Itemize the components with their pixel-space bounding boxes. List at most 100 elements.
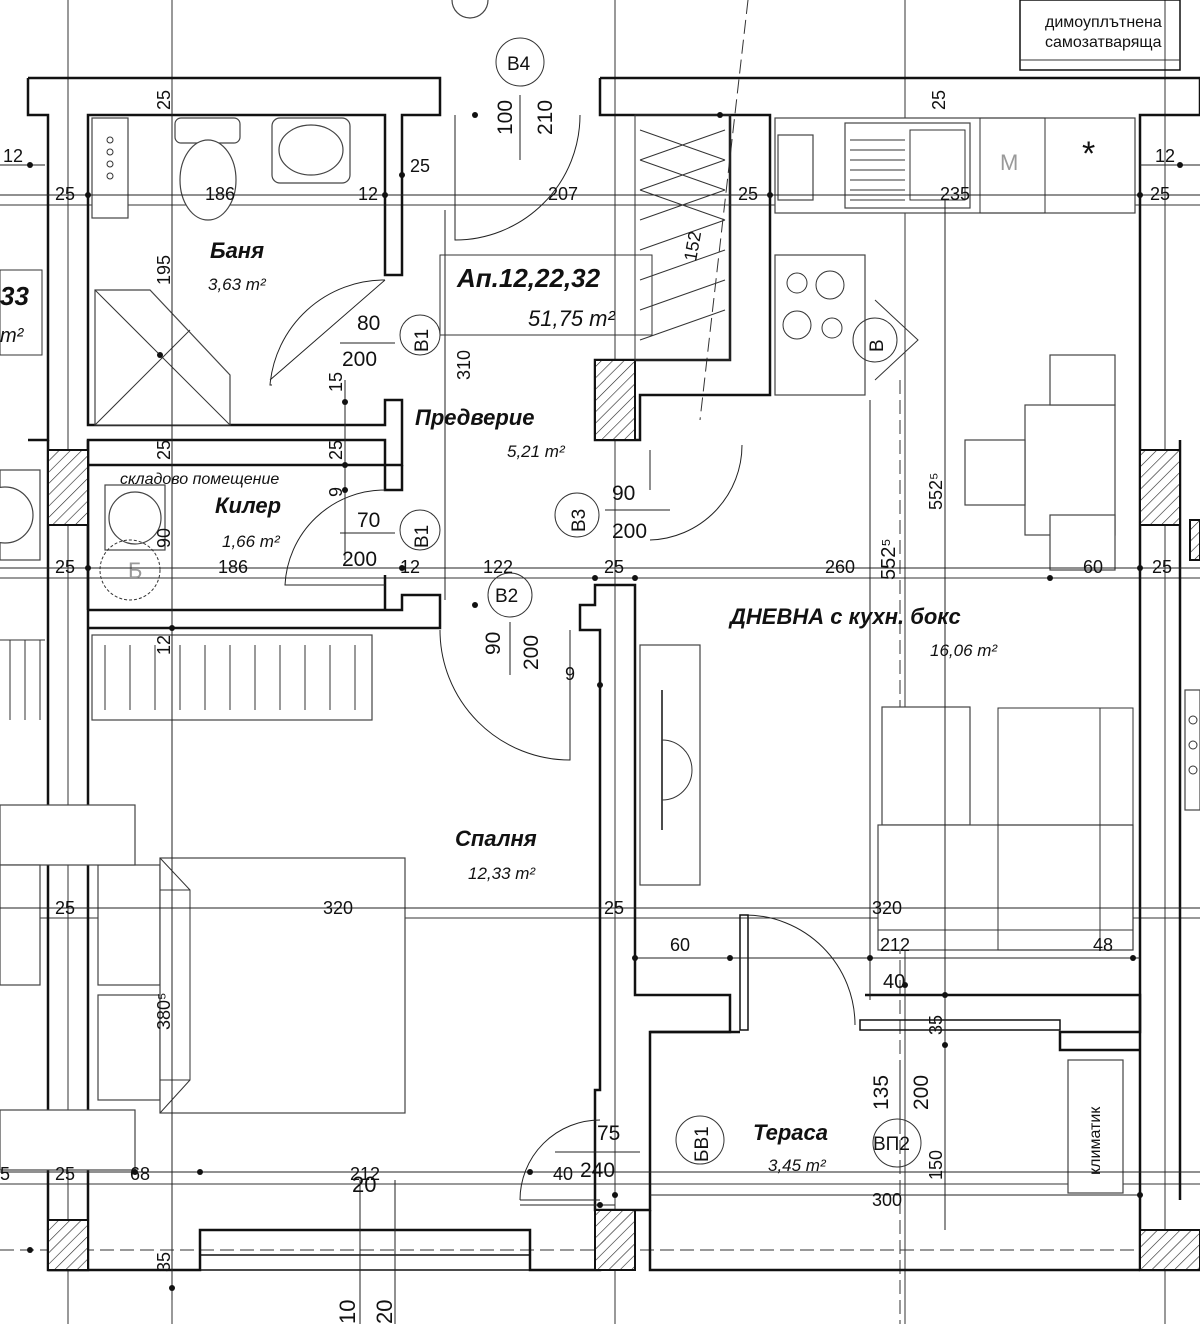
door-tag-b1-bath: В1 <box>412 329 433 352</box>
dim-text: 25 <box>410 156 430 176</box>
boiler-mark: Б <box>128 558 142 583</box>
dim-text: 25 <box>929 90 949 110</box>
ac-unit <box>1067 1059 1124 1194</box>
dim-text: 9 <box>565 664 575 684</box>
dim-text: 12 <box>154 635 174 655</box>
dim-text: 25 <box>55 898 75 918</box>
room-name-bedroom: Спалня <box>455 826 537 851</box>
dim-text: 25 <box>738 184 758 204</box>
dim-text: 90 <box>154 528 174 548</box>
door-b4-height: 210 <box>534 100 557 135</box>
dim-text: 12 <box>3 146 23 166</box>
bedroom-furniture <box>0 634 406 1171</box>
door-b2-width: 90 <box>482 632 505 655</box>
tag-b4 <box>495 37 545 87</box>
door-b3-height: 200 <box>612 520 647 543</box>
dim-text: 15 <box>326 372 346 392</box>
dim-text: 60 <box>1083 557 1103 577</box>
dim-text: 25 <box>55 1164 75 1184</box>
dining-set <box>964 354 1116 571</box>
door-vp2-width: 135 <box>870 1075 893 1110</box>
dim-text: 152 <box>680 230 705 263</box>
door-tag-b1-closet: В1 <box>412 525 433 548</box>
dim-text: 150 <box>926 1150 946 1180</box>
closet-fixtures: Б <box>0 469 166 601</box>
dim-text: 35 <box>926 1015 946 1035</box>
chimney-note-line1: димоуплътнена <box>1045 14 1162 31</box>
doors <box>269 0 1181 1201</box>
dim-text: 25 <box>1150 184 1170 204</box>
chimney-note-line2: самозатваряща <box>1045 34 1162 51</box>
dim-text: 68 <box>130 1164 150 1184</box>
neighbor-code: 33 <box>0 281 29 311</box>
wardrobe <box>91 634 373 721</box>
dim-text: 25 <box>604 898 624 918</box>
dim-text: 25 <box>1152 557 1172 577</box>
dim-text: 10 <box>335 1300 360 1324</box>
dim-text: 212 <box>350 1164 380 1184</box>
room-name-bathroom: Баня <box>210 238 264 263</box>
dim-text: 195 <box>154 255 174 285</box>
chair <box>964 439 1026 506</box>
dim-text: 310 <box>454 350 474 380</box>
dim-text: 380⁵ <box>154 993 174 1031</box>
room-area-closet: 1,66 m² <box>222 532 281 551</box>
tag-vp2 <box>872 1118 922 1168</box>
door-bv1-width: 75 <box>597 1122 620 1145</box>
door-b1-bath-width: 80 <box>357 312 380 335</box>
room-area-bedroom: 12,33 m² <box>468 864 536 883</box>
apartment-area: 51,75 m² <box>528 306 615 331</box>
door-b1-bath-height: 200 <box>342 348 377 371</box>
door-vp2-height: 200 <box>910 1075 933 1110</box>
dim-text: 320 <box>872 898 902 918</box>
door-b1-closet-height: 200 <box>342 548 377 571</box>
dim-text: 25 <box>55 184 75 204</box>
dim-text: 212 <box>880 935 910 955</box>
room-name-hall: Предверие <box>415 405 534 430</box>
section-tag: В <box>867 339 888 352</box>
room-area-hall: 5,21 m² <box>507 442 566 461</box>
fridge-mark: М <box>1000 150 1018 175</box>
door-b1-closet-width: 70 <box>357 509 380 532</box>
dim-text: 20 <box>352 1172 376 1197</box>
room-name-living: ДНЕВНА с кухн. бокс <box>728 604 961 629</box>
door-tag-b2: В2 <box>495 586 518 607</box>
nightstand-top <box>97 864 161 986</box>
room-area-terrace: 3,45 m² <box>768 1156 827 1175</box>
double-bed <box>159 857 406 1114</box>
asterisk-mark: * <box>1082 135 1095 173</box>
door-tag-vp2: ВП2 <box>873 1134 910 1155</box>
door-tag-bv1: БВ1 <box>692 1126 713 1162</box>
door-b2-height: 200 <box>520 635 543 670</box>
dim-text: 25 <box>154 90 174 110</box>
cooktop <box>774 254 866 396</box>
dim-text: 235 <box>940 184 970 204</box>
room-area-living: 16,06 m² <box>930 641 998 660</box>
chair <box>1049 354 1116 406</box>
columns <box>47 359 1200 1271</box>
chair <box>1049 514 1116 571</box>
dimension-lines <box>0 90 1200 1324</box>
door-b4-width: 100 <box>494 100 517 135</box>
tag-b3 <box>554 492 600 538</box>
door-bv1-height: 240 <box>580 1159 615 1182</box>
room-name-closet: Килер <box>215 493 281 518</box>
living-furniture: климатик <box>639 644 1200 1194</box>
dim-text: 12 <box>358 184 378 204</box>
dim-text: 9 <box>326 487 346 497</box>
dim-text: 552⁵ <box>926 473 946 511</box>
tv-stand <box>639 644 701 886</box>
dim-text: 25 <box>604 557 624 577</box>
dim-text: 20 <box>372 1300 397 1324</box>
toilet-tank <box>174 117 241 144</box>
dim-text: 48 <box>1093 935 1113 955</box>
kitchen-sink <box>844 122 971 209</box>
dim-text: 40 <box>553 1164 573 1184</box>
bathroom-fixtures <box>91 117 351 426</box>
dim-text: 5 <box>0 1164 10 1184</box>
door-b4 <box>454 114 581 241</box>
dim-text: 35 <box>154 1252 174 1272</box>
sofa <box>877 824 1134 951</box>
tag-b2 <box>487 572 533 618</box>
neighbor-unit: m² <box>0 325 25 347</box>
